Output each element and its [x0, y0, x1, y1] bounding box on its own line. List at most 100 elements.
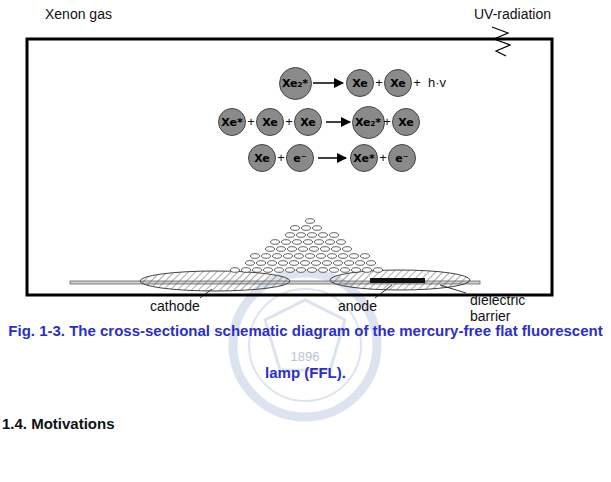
plasma-particle	[295, 254, 304, 259]
cathode-electrode	[140, 271, 290, 291]
diagram-label: +	[277, 151, 285, 166]
plasma-particle	[246, 261, 255, 266]
diagram-label: +	[375, 76, 383, 91]
plasma-particle	[339, 254, 348, 259]
plasma-particle	[266, 247, 275, 252]
diagram-label: UV-radiation	[474, 6, 551, 22]
watermark-text: 1896	[291, 350, 320, 365]
atom-circle: Xe	[256, 108, 284, 136]
plasma-particle	[293, 240, 302, 245]
part-label: dielectric barrier	[470, 292, 546, 324]
plasma-particle	[271, 240, 280, 245]
plasma-particle	[291, 226, 300, 231]
plasma-particle	[326, 240, 335, 245]
plasma-particle	[304, 240, 313, 245]
diagram-label: Xenon gas	[45, 6, 112, 22]
atom-symbol: Xe₂*	[282, 77, 308, 90]
atom-symbol: Xe	[390, 77, 406, 90]
plasma-particle	[273, 254, 282, 259]
atom-circle: Xe₂*	[279, 67, 312, 100]
plasma-particle	[363, 268, 372, 273]
plasma-particle	[313, 226, 322, 231]
diagram-label: +	[379, 151, 387, 166]
atom-symbol: Xe	[300, 116, 316, 129]
atom-symbol: Xe	[254, 152, 270, 165]
uv-wave	[492, 27, 510, 56]
plasma-particle	[334, 261, 343, 266]
atom-circle: e⁻	[388, 144, 416, 172]
plasma-particle	[306, 219, 315, 224]
plasma-particle	[312, 261, 321, 266]
plasma-particle	[321, 247, 330, 252]
plasma-particle	[297, 268, 306, 273]
section-heading: 1.4. Motivations	[2, 415, 115, 432]
diagram-label: +	[383, 115, 391, 130]
atom-circle: Xe	[248, 144, 276, 172]
plasma-particle	[328, 254, 337, 259]
plasma-particle	[330, 233, 339, 238]
atom-symbol: Xe	[352, 77, 368, 90]
dielectric-layer	[330, 270, 470, 290]
atom-circle: Xe*	[218, 108, 246, 136]
plasma-particle	[361, 254, 370, 259]
plasma-particle	[268, 261, 277, 266]
plasma-particle	[315, 240, 324, 245]
diagram-label: +	[413, 76, 421, 91]
plasma-particle	[337, 240, 346, 245]
plasma-particle	[319, 268, 328, 273]
plasma-particle	[330, 268, 339, 273]
plasma-particle	[308, 268, 317, 273]
atom-circle: Xe	[294, 108, 322, 136]
plasma-particle	[317, 254, 326, 259]
atom-symbol: Xe*	[353, 152, 374, 165]
anode-electrode	[370, 278, 425, 283]
leader-line	[200, 289, 212, 298]
plasma-particle	[279, 261, 288, 266]
plasma-particle	[308, 233, 317, 238]
reaction-arrow	[326, 121, 350, 123]
atom-circle: Xe	[384, 69, 412, 97]
plasma-particle	[297, 233, 306, 238]
reaction-arrow	[313, 82, 343, 84]
plasma-particle	[345, 261, 354, 266]
plasma-particle	[350, 254, 359, 259]
atom-symbol: Xe	[398, 116, 414, 129]
plasma-particle	[253, 268, 262, 273]
atom-circle: Xe	[392, 108, 420, 136]
plasma-particle	[332, 247, 341, 252]
plasma-particle	[251, 254, 260, 259]
atom-circle: Xe₂*	[352, 106, 385, 139]
diagram-label: +	[285, 115, 293, 130]
part-label: anode	[338, 298, 377, 314]
atom-symbol: e⁻	[395, 152, 408, 165]
plasma-particle	[286, 233, 295, 238]
plasma-discharge	[231, 219, 383, 273]
plasma-particle	[282, 240, 291, 245]
plasma-particle	[277, 247, 286, 252]
figure-caption: Fig. 1-3. The cross-sectional schematic …	[3, 310, 608, 394]
plasma-particle	[299, 247, 308, 252]
plasma-particle	[367, 261, 376, 266]
plasma-particle	[374, 268, 383, 273]
leader-line	[375, 285, 392, 298]
leader-line	[440, 285, 466, 293]
plasma-particle	[323, 261, 332, 266]
lamp-housing	[27, 39, 552, 295]
plasma-particle	[352, 268, 361, 273]
atom-symbol: Xe*	[221, 116, 242, 129]
part-label: cathode	[150, 298, 200, 314]
plasma-particle	[262, 254, 271, 259]
plasma-particle	[231, 268, 240, 273]
plasma-particle	[306, 254, 315, 259]
plasma-particle	[288, 247, 297, 252]
atom-symbol: Xe	[262, 116, 278, 129]
atom-circle: Xe	[346, 69, 374, 97]
plasma-particle	[341, 268, 350, 273]
atom-circle: e⁻	[286, 144, 314, 172]
plasma-particle	[275, 268, 284, 273]
atom-symbol: Xe₂*	[355, 116, 381, 129]
diagram-label: h·v	[428, 76, 446, 91]
plasma-particle	[284, 254, 293, 259]
atom-symbol: e⁻	[293, 152, 306, 165]
atom-circle: Xe*	[350, 144, 378, 172]
